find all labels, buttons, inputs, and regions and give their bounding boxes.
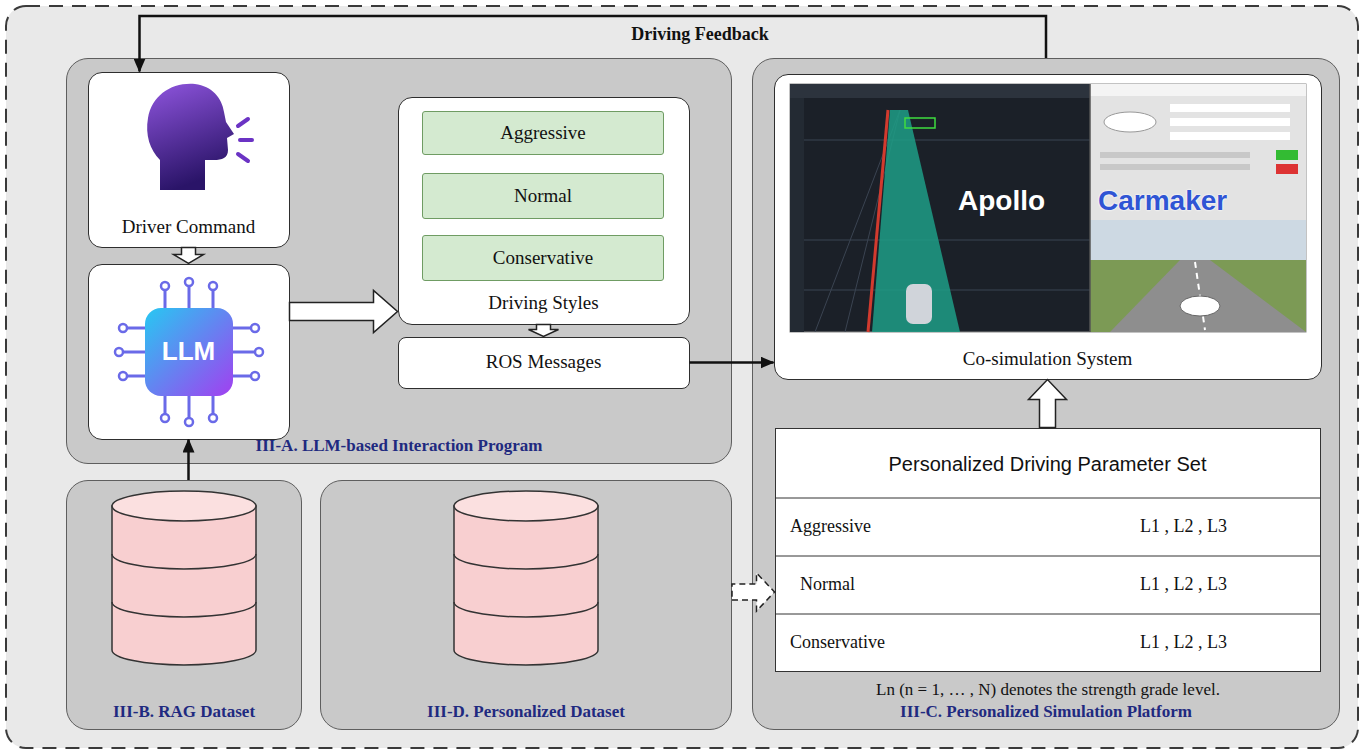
label-slot: L1 , L2 , L3 xyxy=(1140,574,1310,596)
box-label: ROS Messages xyxy=(486,351,602,374)
section-label: III-C. Personalized Simulation Platform xyxy=(900,702,1192,722)
option-label: Normal xyxy=(514,185,572,208)
table-cell: Normal xyxy=(800,574,1000,596)
label-slot: Driving Feedback xyxy=(560,24,840,46)
chip-pin-ends xyxy=(115,278,263,426)
speaker-icon xyxy=(147,84,252,190)
chip-body xyxy=(145,308,233,396)
arrow-line xyxy=(140,16,1047,72)
style-option: Conservative xyxy=(422,235,664,281)
section-label: III-D. Personalized Dataset xyxy=(427,702,625,722)
option-label: Conservative xyxy=(493,247,593,270)
block-arrow xyxy=(732,573,775,611)
chip-label: LLM xyxy=(162,337,215,366)
head-silhouette xyxy=(147,84,234,190)
chip-pins xyxy=(123,286,255,418)
block-arrow xyxy=(174,248,204,264)
box-label: Driving Styles xyxy=(488,292,598,315)
simulation-screenshot xyxy=(790,84,1306,332)
style-option: Normal xyxy=(422,173,664,219)
database-icon xyxy=(454,491,598,665)
table-cell: L1 , L2 , L3 xyxy=(1140,632,1310,654)
section-label: III-B. RAG Dataset xyxy=(113,702,255,722)
software-name: Apollo xyxy=(958,186,1068,217)
table-row-lines xyxy=(775,498,1321,614)
database-icon xyxy=(112,491,256,665)
style-box: Driving Styles AggressiveNormalConservati… xyxy=(398,97,690,325)
arrow-line xyxy=(187,440,190,481)
table-cell: Conservative xyxy=(790,632,990,654)
block-arrow xyxy=(290,291,398,333)
label-slot: Aggressive xyxy=(790,516,990,538)
label-slot: L1 , L2 , L3 xyxy=(1140,516,1310,538)
label-slot: Carmaker xyxy=(1098,186,1288,217)
footnote: Ln (n = 1, … , N) denotes the strength g… xyxy=(775,680,1321,700)
option-label: Aggressive xyxy=(500,122,585,145)
connector-label: Driving Feedback xyxy=(560,24,840,46)
dashed-frame xyxy=(6,6,1358,748)
block-arrow xyxy=(529,325,559,337)
section-label: III-A. LLM-based Interaction Program xyxy=(256,436,543,456)
block-arrow xyxy=(1029,380,1067,428)
speech-lines xyxy=(238,119,252,161)
label-slot: Ln (n = 1, … , N) denotes the strength g… xyxy=(775,680,1321,700)
style-option: Aggressive xyxy=(422,111,664,155)
label-slot: L1 , L2 , L3 xyxy=(1140,632,1310,654)
table-cell: Aggressive xyxy=(790,516,990,538)
table-cell: L1 , L2 , L3 xyxy=(1140,516,1310,538)
box-label: Driver Command xyxy=(122,216,256,239)
label-slot: Conservative xyxy=(790,632,990,654)
label-slot: Apollo xyxy=(958,186,1068,217)
box-label: Co-simulation System xyxy=(963,348,1132,371)
arrow-line xyxy=(690,361,774,364)
message-box: ROS Messages xyxy=(398,337,690,389)
llm-chip-icon xyxy=(115,278,263,426)
software-name: Carmaker xyxy=(1098,186,1288,217)
table-header: Personalized Driving Parameter Set xyxy=(889,452,1207,476)
label-slot: Normal xyxy=(800,574,1000,596)
table-cell: L1 , L2 , L3 xyxy=(1140,574,1310,596)
